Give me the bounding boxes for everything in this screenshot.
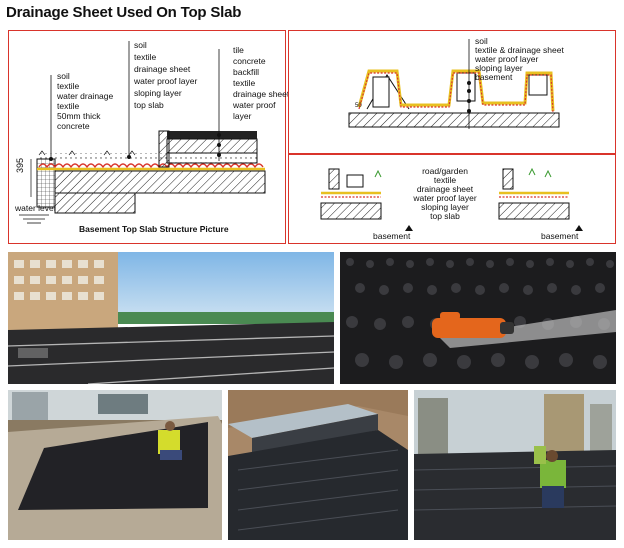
photo-workers-rolling (414, 390, 616, 540)
layer-label: top slab (430, 211, 460, 221)
layer-label: water proof (233, 100, 276, 110)
slab-section-drawing (19, 41, 266, 224)
layer-label: textile (233, 78, 256, 88)
layer-label: concrete (57, 121, 90, 131)
layer-label: concrete (233, 56, 266, 66)
layer-label: textile (57, 101, 80, 111)
water-level-label: water level (15, 203, 56, 213)
diagram-caption: Basement Top Slab Structure Picture (79, 224, 229, 234)
layer-label: sloping layer (421, 202, 469, 212)
layer-label: road/garden (422, 166, 468, 176)
layer-label: layer (233, 111, 252, 121)
layer-label: soil (475, 36, 488, 46)
layer-label: textile (57, 81, 80, 91)
dimension-label: 50 (355, 103, 362, 109)
label-stack-left: soil textile water drainage textile 50mm… (57, 71, 113, 131)
top-slab-structure-diagram: soil textile water drainage textile 50mm… (8, 30, 289, 244)
garden-section-drawing (320, 167, 583, 231)
basement-label: basement (541, 231, 579, 241)
photo-rooftop-drainage (8, 252, 334, 384)
label-stack-right-top: soil textile & drainage sheet water proo… (475, 37, 564, 82)
layer-label: top slab (134, 100, 164, 110)
layer-label: water proof layer (134, 76, 198, 86)
dimension-label: 395 (15, 157, 25, 173)
layer-label: tile (233, 45, 244, 55)
layer-label: soil (57, 71, 70, 81)
layer-label: water proof layer (413, 193, 477, 203)
layer-label: water drainage (57, 91, 114, 101)
layer-label: water proof layer (475, 54, 539, 64)
basement-label: basement (373, 231, 411, 241)
layer-label: drainage sheet (233, 89, 290, 99)
layer-label: drainage sheet (134, 64, 191, 74)
layer-label: 50mm thick (57, 111, 101, 121)
layer-label: textile (433, 175, 457, 185)
garden-section-diagram: road/garden textile drainage sheet water… (288, 154, 616, 244)
photo-slab-edge (228, 390, 408, 540)
layer-label: sloping layer (475, 63, 523, 73)
photo-cutting-sheet (340, 252, 616, 384)
label-stack-middle: soil textile drainage sheet water proof … (134, 39, 197, 111)
layer-label: sloping layer (134, 88, 182, 98)
layer-label: textile & drainage sheet (475, 45, 564, 55)
page-title: Drainage Sheet Used On Top Slab (6, 4, 242, 21)
photo-garden-installation (8, 390, 222, 540)
layer-label: basement (475, 72, 513, 82)
layer-label: soil (134, 40, 147, 50)
label-stack-right: tile concrete backfill textile drainage … (233, 45, 289, 122)
label-stack-center: road/garden textile drainage sheet water… (385, 167, 505, 221)
layer-label: drainage sheet (416, 184, 474, 194)
drainage-section-drawing (348, 39, 560, 129)
layer-label: textile (134, 52, 157, 62)
layer-label: backfill (233, 67, 259, 77)
drainage-section-diagram: soil textile & drainage sheet water proo… (288, 30, 616, 154)
